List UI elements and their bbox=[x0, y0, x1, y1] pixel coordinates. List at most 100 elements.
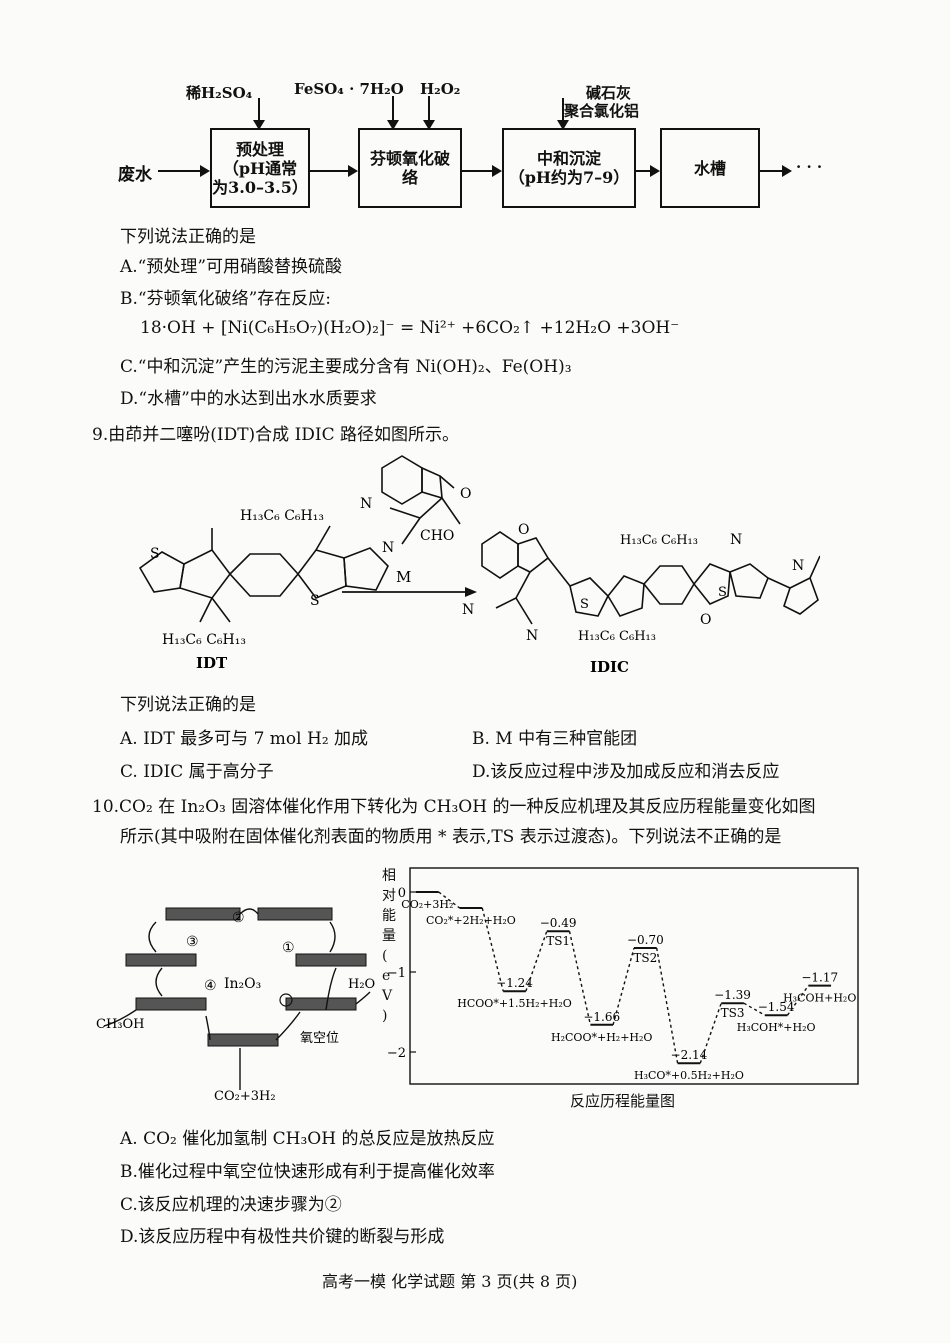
q9-stem: 9.由茚并二噻吩(IDT)合成 IDIC 路径如图所示。 bbox=[92, 425, 460, 445]
q10-option-b: B.催化过程中氧空位快速形成有利于提高催化效率 bbox=[120, 1162, 495, 1182]
energy-species-label-4: H₂COO*+H₂+H₂O bbox=[551, 1031, 652, 1044]
q10-option-a: A. CO₂ 催化加氢制 CH₃OH 的总反应是放热反应 bbox=[120, 1129, 495, 1149]
energy-species-label-9: H₃COH+H₂O bbox=[783, 992, 856, 1005]
m-n-2: N bbox=[382, 540, 394, 556]
arrow-acid bbox=[253, 98, 265, 130]
idic-hexyl-top: H₁₃C₆ C₆H₁₃ bbox=[620, 533, 698, 548]
flow-input-fenton-2: H₂O₂ bbox=[420, 80, 461, 98]
flow-start-wastewater: 废水 bbox=[118, 165, 152, 185]
energy-value-label-8: −1.54 bbox=[758, 1000, 795, 1014]
energy-species-label-1: CO₂*+2H₂+H₂O bbox=[426, 914, 516, 927]
energy-ylabel: 相 对 能 量 ( e V ) bbox=[382, 868, 396, 1024]
energy-ytick-label-1: −1 bbox=[387, 966, 406, 981]
cycle-ch3oh: CH₃OH bbox=[96, 1017, 145, 1032]
step-2: ② bbox=[232, 910, 245, 926]
arrow-fenton-2 bbox=[423, 96, 435, 130]
flow-box-tank: 水槽 bbox=[660, 128, 760, 208]
arrow-box1-box2 bbox=[308, 165, 358, 177]
idt-label: IDT bbox=[196, 654, 228, 672]
q10-option-d: D.该反应历程中有极性共价键的断裂与形成 bbox=[120, 1227, 445, 1247]
idt-hexyl-top: H₁₃C₆ C₆H₁₃ bbox=[240, 508, 324, 524]
flow-box-fenton: 芬顿氧化破络 bbox=[358, 128, 462, 208]
q8-option-c: C.“中和沉淀”产生的污泥主要成分含有 Ni(OH)₂、Fe(OH)₃ bbox=[120, 357, 572, 377]
cycle-h2o: H₂O bbox=[348, 977, 375, 992]
idt-s-right: S bbox=[310, 593, 320, 609]
energy-connector-7 bbox=[743, 1002, 766, 1016]
energy-connector-6 bbox=[699, 1002, 722, 1064]
arrow-box2-box3 bbox=[460, 165, 502, 177]
q10-option-c: C.该反应机理的决速步骤为② bbox=[120, 1195, 342, 1215]
m-o: O bbox=[460, 486, 471, 502]
idic-structure bbox=[481, 531, 820, 625]
arrow-box4-end bbox=[758, 165, 792, 177]
idic-s-right: S bbox=[718, 585, 727, 600]
flow-box-pretreatment: 预处理（pH通常为3.0–3.5） bbox=[210, 128, 310, 208]
idt-structure bbox=[138, 525, 389, 623]
arrow-fenton-1 bbox=[387, 96, 399, 130]
energy-connector-3 bbox=[568, 931, 592, 1025]
idic-label: IDIC bbox=[590, 658, 629, 676]
energy-value-label-6: −2.14 bbox=[671, 1048, 708, 1062]
energy-connector-1 bbox=[481, 907, 504, 992]
energy-connector-0 bbox=[438, 891, 461, 909]
energy-chart-title: 反应历程能量图 bbox=[570, 1092, 676, 1110]
idt-hexyl-bottom: H₁₃C₆ C₆H₁₃ bbox=[162, 632, 246, 648]
q10-stem-2: 所示(其中吸附在固体催化剂表面的物质用 * 表示,TS 表示过渡态)。下列说法不… bbox=[120, 827, 782, 847]
energy-connector-5 bbox=[655, 947, 679, 1064]
idic-n-4: N bbox=[792, 558, 804, 574]
flow-input-fenton-1: FeSO₄ · 7H₂O bbox=[294, 80, 404, 98]
q10-stem-1: 10.CO₂ 在 In₂O₃ 固溶体催化作用下转化为 CH₃OH 的一种反应机理… bbox=[92, 797, 816, 817]
reagent-m: M bbox=[396, 568, 411, 586]
energy-species-label-2: HCOO*+1.5H₂+H₂O bbox=[457, 997, 572, 1010]
energy-species-label-6: H₃CO*+0.5H₂+H₂O bbox=[634, 1069, 744, 1082]
q8-prompt: 下列说法正确的是 bbox=[120, 227, 256, 247]
energy-value-label-9: −1.17 bbox=[801, 971, 838, 985]
q10-mechanism-cycle: ② ① ③ ④ In₂O₃ H₂O CH₃OH 氧空位 CO₂+3H₂ bbox=[96, 907, 375, 1104]
step-4: ④ bbox=[204, 978, 217, 994]
energy-ytick-label-0: 0 bbox=[398, 886, 406, 901]
energy-value-label-7: −1.39 bbox=[714, 988, 751, 1002]
cycle-vacancy: 氧空位 bbox=[300, 1031, 339, 1046]
idic-s-left: S bbox=[580, 597, 589, 612]
flow-end: · · · bbox=[796, 158, 823, 176]
idic-n-1: N bbox=[462, 602, 474, 618]
energy-value-label-5: −0.70 bbox=[627, 933, 664, 947]
flow-input-soda-lime: 碱石灰 bbox=[586, 84, 632, 102]
energy-species-label-3: TS1 bbox=[546, 934, 570, 948]
idic-hexyl-bottom: H₁₃C₆ C₆H₁₃ bbox=[578, 629, 656, 644]
energy-connector-4 bbox=[612, 947, 635, 1025]
energy-species-label-8: H₃COH*+H₂O bbox=[737, 1021, 816, 1034]
energy-connector-8 bbox=[786, 985, 809, 1016]
q9-option-c: C. IDIC 属于高分子 bbox=[120, 762, 274, 782]
q8-equation: 18·OH + [Ni(C₆H₅O₇)(H₂O)₂]⁻ = Ni²⁺ +6CO₂… bbox=[140, 318, 680, 338]
q8-option-a: A.“预处理”可用硝酸替换硫酸 bbox=[120, 257, 343, 277]
energy-value-label-2: −1.24 bbox=[496, 976, 533, 990]
step-3: ③ bbox=[186, 934, 199, 950]
arrow-neutral bbox=[557, 98, 569, 130]
page-footer: 高考一模 化学试题 第 3 页(共 8 页) bbox=[322, 1272, 578, 1291]
idic-o-left: O bbox=[518, 522, 529, 538]
q9-prompt: 下列说法正确的是 bbox=[120, 695, 256, 715]
energy-diagram: 0 −1 −2 CO₂+3H₂ CO₂*+2H₂+H₂O −1.24HCOO*+1.5H₂… bbox=[387, 867, 859, 1085]
q8-option-b: B.“芬顿氧化破络”存在反应: bbox=[120, 289, 332, 309]
m-n-1: N bbox=[360, 496, 372, 512]
cycle-feed: CO₂+3H₂ bbox=[214, 1089, 276, 1104]
q9-option-a: A. IDT 最多可与 7 mol H₂ 加成 bbox=[120, 729, 369, 749]
idic-n-3: N bbox=[730, 532, 742, 548]
flow-box-neutralization: 中和沉淀（pH约为7–9） bbox=[502, 128, 636, 208]
idic-o-right: O bbox=[700, 612, 711, 628]
energy-value-label-4: −1.66 bbox=[583, 1010, 620, 1024]
flow-input-acid: 稀H₂SO₄ bbox=[186, 84, 253, 102]
energy-species-label-0: CO₂+3H₂ bbox=[401, 898, 453, 911]
energy-value-label-3: −0.49 bbox=[540, 916, 577, 930]
cycle-arrows bbox=[103, 908, 371, 1090]
arrow-start bbox=[158, 165, 210, 177]
cycle-center: In₂O₃ bbox=[224, 976, 261, 992]
m-cho: CHO bbox=[420, 528, 454, 544]
flow-input-pac: 聚合氯化铝 bbox=[564, 102, 640, 120]
q9-reaction-scheme: S S H₁₃C₆ C₆H₁₃ H₁₃C₆ C₆H₁₃ IDT O N N CH… bbox=[138, 455, 820, 676]
idt-s-left: S bbox=[150, 546, 160, 562]
q9-option-b: B. M 中有三种官能团 bbox=[472, 729, 638, 749]
energy-plot-frame bbox=[409, 867, 859, 1085]
energy-ytick-label-2: −2 bbox=[387, 1046, 406, 1061]
